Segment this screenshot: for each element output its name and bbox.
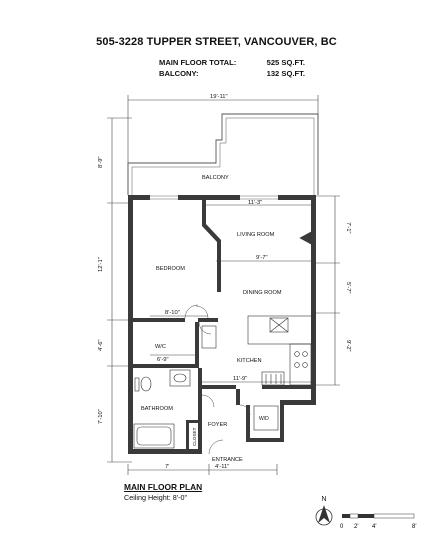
kitchen-island: [247, 315, 313, 345]
room-label-bathroom: BATHROOM: [141, 406, 173, 412]
door-swings: [184, 304, 251, 455]
exterior-walls: [128, 195, 316, 454]
area-row-balcony: BALCONY: 132 SQ.FT.: [159, 69, 305, 80]
scale-bar: 0 2' 4' 8': [340, 513, 416, 530]
room-label-balcony: BALCONY: [202, 175, 229, 181]
dim-right-living: 7'-1": [345, 222, 351, 234]
room-label-entrance: ENTRANCE: [212, 457, 243, 463]
plan-caption: MAIN FLOOR PLAN Ceiling Height: 8'-0": [124, 482, 202, 502]
room-label-foyer: FOYER: [208, 422, 227, 428]
room-labels: BALCONY LIVING ROOM BEDROOM DINING ROOM …: [141, 175, 282, 463]
dim-left-wic: 4'-6": [98, 339, 104, 351]
room-label-wic: W/C: [155, 344, 166, 350]
fireplace-icon: [299, 231, 312, 245]
vanity-icon: [169, 369, 191, 387]
page-title: 505-3228 TUPPER STREET, VANCOUVER, BC: [96, 36, 337, 48]
room-label-washer-dryer: W/D: [259, 416, 269, 422]
plan-caption-ceiling: Ceiling Height: 8'-0": [124, 493, 188, 502]
room-label-dining-room: DINING ROOM: [243, 290, 282, 296]
dim-overall-width: 19'-11": [210, 94, 228, 100]
dimension-labels: 19'-11" 11'-3" 9'-7" 8'-10" 6'-9" 11'-9"…: [98, 94, 351, 470]
dim-bottom-right: 4'-11": [215, 464, 229, 470]
dim-left-balcony: 8'-9": [98, 156, 104, 168]
area-label: MAIN FLOOR TOTAL:: [159, 58, 237, 67]
interior-walls: [133, 200, 312, 454]
dim-bedroom-closet-width: 8'-10": [165, 310, 180, 316]
area-row-main-floor: MAIN FLOOR TOTAL: 525 SQ.FT.: [159, 58, 305, 69]
bathtub-icon: [133, 423, 175, 449]
kitchen-counter: [289, 343, 312, 386]
room-label-bedroom: BEDROOM: [156, 266, 185, 272]
scale-label-4: 4': [372, 524, 376, 530]
room-label-kitchen: KITCHEN: [237, 358, 262, 364]
windows: [150, 195, 278, 200]
dim-kitchen-width: 11'-9": [233, 376, 247, 382]
dim-left-bath: 7'-10": [98, 409, 104, 424]
area-value: 525 SQ.FT.: [266, 58, 305, 67]
compass-icon: [315, 505, 333, 526]
dim-wic-width: 6'-9": [157, 357, 169, 363]
sink-icon: [269, 317, 289, 333]
room-label-closet: CLOSET: [192, 427, 197, 446]
area-label: BALCONY:: [159, 69, 199, 78]
washer-dryer-icon: [253, 405, 279, 431]
plan-caption-title: MAIN FLOOR PLAN: [124, 482, 203, 492]
scale-label-2: 2': [354, 524, 358, 530]
stove-icon: [261, 371, 285, 386]
scale-label-8: 8': [412, 524, 416, 530]
fridge-icon: [201, 325, 217, 349]
compass-north-label: N: [321, 496, 327, 503]
area-value: 132 SQ.FT.: [266, 69, 305, 78]
balcony-outline: [127, 113, 319, 195]
dim-left-bedroom: 12'-1": [98, 257, 104, 272]
dim-right-dining: 5'-7": [345, 282, 351, 294]
dimension-lines: [107, 95, 340, 475]
fixtures: [133, 231, 313, 449]
room-label-living-room: LIVING ROOM: [237, 232, 275, 238]
scale-label-0: 0: [340, 524, 344, 530]
dim-right-kitchen: 9'-2": [345, 340, 351, 352]
compass: N: [313, 496, 335, 529]
dim-dining-width: 9'-7": [256, 255, 268, 261]
toilet-icon: [140, 376, 152, 392]
dim-living-width: 11'-3": [248, 200, 262, 206]
dim-bottom-left: 7': [165, 464, 169, 470]
area-summary: MAIN FLOOR TOTAL: 525 SQ.FT. BALCONY: 13…: [159, 58, 305, 80]
